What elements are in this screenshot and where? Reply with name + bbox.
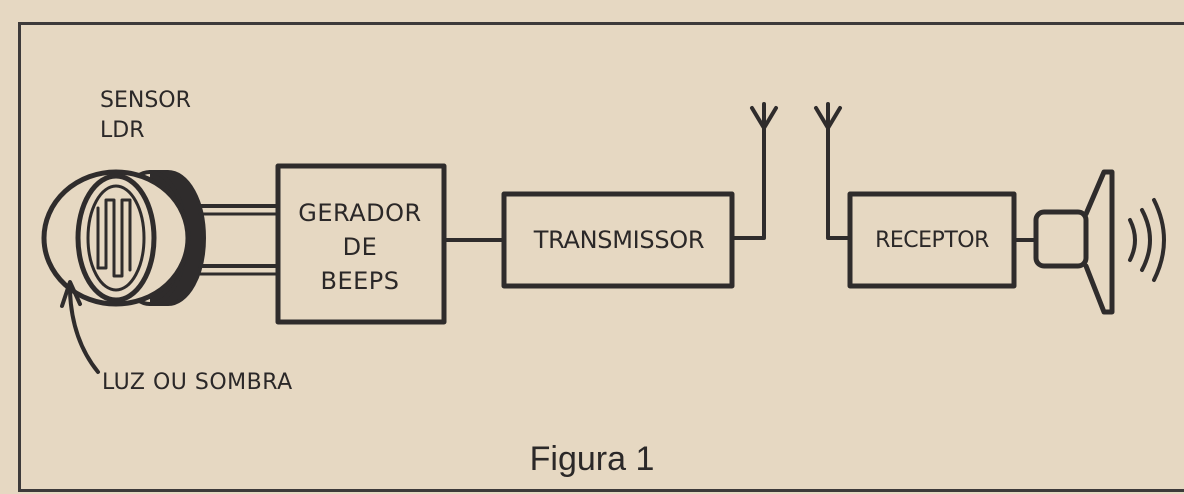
transmitter-label: TRANSMISSOR — [506, 226, 732, 254]
antenna-icon — [816, 104, 850, 238]
antenna-icon — [732, 104, 776, 238]
generator-label: GERADOR DE BEEPS — [278, 196, 442, 298]
speaker-icon — [1036, 172, 1112, 312]
light-label: LUZ OU SOMBRA — [102, 370, 293, 395]
figure-caption: Figura 1 — [400, 440, 784, 479]
receiver-label: RECEPTOR — [850, 228, 1014, 253]
sensor-label: SENSOR LDR — [100, 86, 191, 146]
sound-waves-icon — [1130, 200, 1164, 280]
